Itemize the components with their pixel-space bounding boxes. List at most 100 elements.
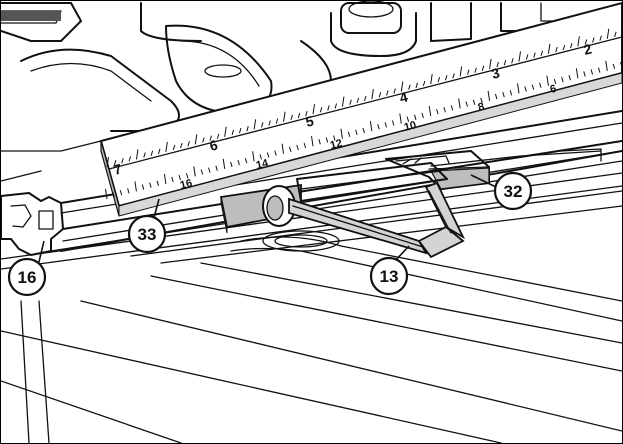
ruler-tick — [202, 137, 205, 143]
ruler-tick — [238, 127, 242, 134]
ruler-tick — [185, 173, 189, 179]
ruler-tick — [502, 92, 505, 98]
ruler-tick — [296, 144, 299, 151]
ruler-tick — [474, 67, 477, 73]
ruler-tick — [503, 60, 507, 66]
machine-housing — [1, 1, 622, 182]
ruler-tick — [281, 143, 285, 154]
ruler-tick — [384, 122, 388, 128]
ruler-tick — [253, 119, 257, 130]
ruler-tick — [597, 67, 601, 73]
ruler-tick — [246, 126, 249, 132]
callout-32-label: 32 — [504, 182, 523, 201]
ruler-top-label-3: 3 — [490, 64, 502, 81]
ruler-tick — [165, 141, 168, 152]
callout-33-label: 33 — [138, 225, 157, 244]
ruler-tick — [341, 96, 345, 107]
ruler-tick — [252, 151, 255, 162]
ruler-tick — [180, 142, 183, 149]
ruler-tick — [288, 146, 292, 153]
ruler-tick — [546, 75, 549, 86]
ruler-tick — [312, 104, 315, 115]
ruler-tick — [408, 84, 411, 90]
ruler-bottom-label-14: 14 — [255, 157, 271, 172]
ruler-top-label-6: 6 — [208, 136, 220, 153]
ruler-tick — [480, 97, 483, 103]
ruler-tick — [135, 149, 139, 160]
ruler-tick — [561, 76, 564, 83]
callout-32: 32 — [493, 171, 533, 211]
ruler-tick — [113, 159, 117, 166]
ruler-labels-bottom: 6 8 10 12 14 16 — [179, 83, 558, 192]
ruler-bottom-label-8: 8 — [477, 101, 486, 114]
ruler-tick — [577, 36, 580, 47]
ruler-tick — [414, 114, 417, 120]
ruler-bottom-label-6: 6 — [549, 83, 558, 96]
ruler-tick — [355, 129, 358, 136]
ruler-tick — [415, 82, 418, 88]
ruler-tick — [266, 152, 270, 158]
ruler-tick — [105, 188, 108, 200]
ruler-tick — [200, 169, 204, 175]
ruler-bottom-label-16: 16 — [179, 177, 194, 192]
ruler-tick — [444, 75, 448, 81]
ruler-tick — [268, 120, 271, 126]
ruler-tick — [525, 54, 529, 60]
callout-16-label: 16 — [18, 268, 37, 287]
locking-lever — [288, 181, 466, 259]
ruler-tick — [391, 120, 395, 126]
ruler-scale: 2 3 4 5 6 7 6 8 10 12 14 16 — [99, 1, 622, 217]
ruler-tick — [487, 90, 491, 102]
ruler-tick — [517, 83, 520, 94]
ruler-tick — [340, 128, 343, 139]
ruler-tick — [178, 174, 182, 181]
ruler-tick — [369, 121, 373, 132]
ruler-tick — [509, 90, 513, 96]
ruler-tick — [127, 188, 130, 194]
ruler-tick — [421, 112, 424, 119]
ruler-top-label-5: 5 — [304, 112, 316, 129]
ruler-tick — [244, 158, 248, 164]
ruler-tick — [590, 69, 594, 75]
ruler-tick — [620, 61, 622, 68]
ruler-tick — [163, 173, 167, 184]
ruler-tick — [472, 99, 476, 105]
ruler-tick — [327, 105, 330, 111]
ruler-tick — [481, 65, 485, 71]
callout-13-label: 13 — [380, 267, 399, 286]
ruler-tick — [437, 76, 441, 83]
ruler-top-label-7: 7 — [112, 160, 124, 177]
ruler-tick — [443, 107, 446, 113]
ruler-tick — [297, 112, 301, 119]
ruler-tick — [553, 78, 557, 85]
ruler-tick — [193, 166, 196, 177]
ruler-tick — [599, 35, 602, 41]
ruler-tick — [524, 86, 527, 92]
ruler-tick — [305, 110, 308, 117]
ruler-tick — [106, 156, 109, 168]
ruler-tick — [467, 69, 470, 75]
ruler-tick — [378, 92, 382, 98]
ruler-tick — [172, 144, 176, 151]
ruler-tick — [311, 136, 314, 147]
ruler-tick — [237, 159, 240, 166]
ruler-tick — [386, 90, 389, 96]
ruler-tick — [112, 191, 115, 198]
callout-13: 13 — [369, 256, 409, 296]
ruler-tick — [584, 39, 588, 45]
ruler-tick — [259, 154, 262, 160]
ruler-tick — [275, 118, 279, 124]
ruler-tick — [496, 61, 499, 68]
ruler-tick — [319, 107, 323, 113]
ruler-tick — [459, 66, 463, 77]
ruler-tick — [215, 165, 218, 171]
ruler-tick — [518, 51, 521, 62]
ruler-tick — [430, 73, 433, 85]
ruler-tick — [575, 68, 579, 79]
ruler-tick — [171, 176, 174, 183]
ruler-tick — [531, 84, 535, 90]
ruler-tick — [121, 158, 124, 164]
ruler-tick — [364, 95, 367, 102]
